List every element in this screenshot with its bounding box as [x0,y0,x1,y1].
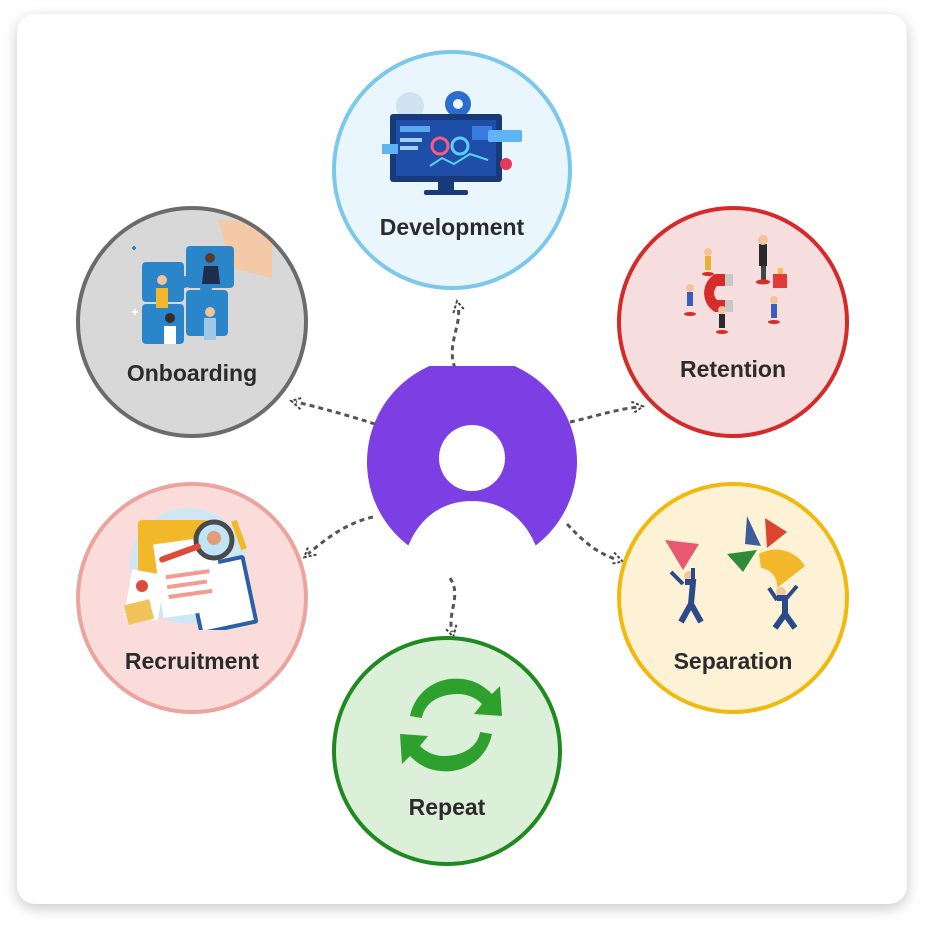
arrow-to-onboarding [296,402,376,426]
arrow-to-recruitment [308,515,374,554]
puzzle-team-icon [132,219,272,344]
separation-label: Separation [673,648,793,674]
retention-label: Retention [679,356,787,382]
separation-node: Separation [617,482,849,714]
retention-node: Retention [617,206,849,438]
arrow-to-repeat [450,577,455,632]
arrow-to-retention [569,407,638,424]
onboarding-label: Onboarding [126,360,258,386]
development-label: Development [379,214,525,240]
development-node: Development [332,50,572,290]
refresh-arrows-icon [400,678,502,772]
user-icon [367,366,577,558]
repeat-label: Repeat [408,794,486,820]
arrow-to-separation [565,522,618,560]
people-carrying-chart-icon [665,516,805,630]
computer-dashboard-icon [382,91,522,195]
recruitment-label: Recruitment [124,648,260,674]
magnet-people-icon [684,235,787,334]
repeat-node: Repeat [332,636,562,866]
recruitment-node: Recruitment [76,482,308,714]
arrow-to-development [452,306,458,369]
resume-magnifier-icon [123,508,259,630]
onboarding-node: Onboarding [76,206,308,438]
